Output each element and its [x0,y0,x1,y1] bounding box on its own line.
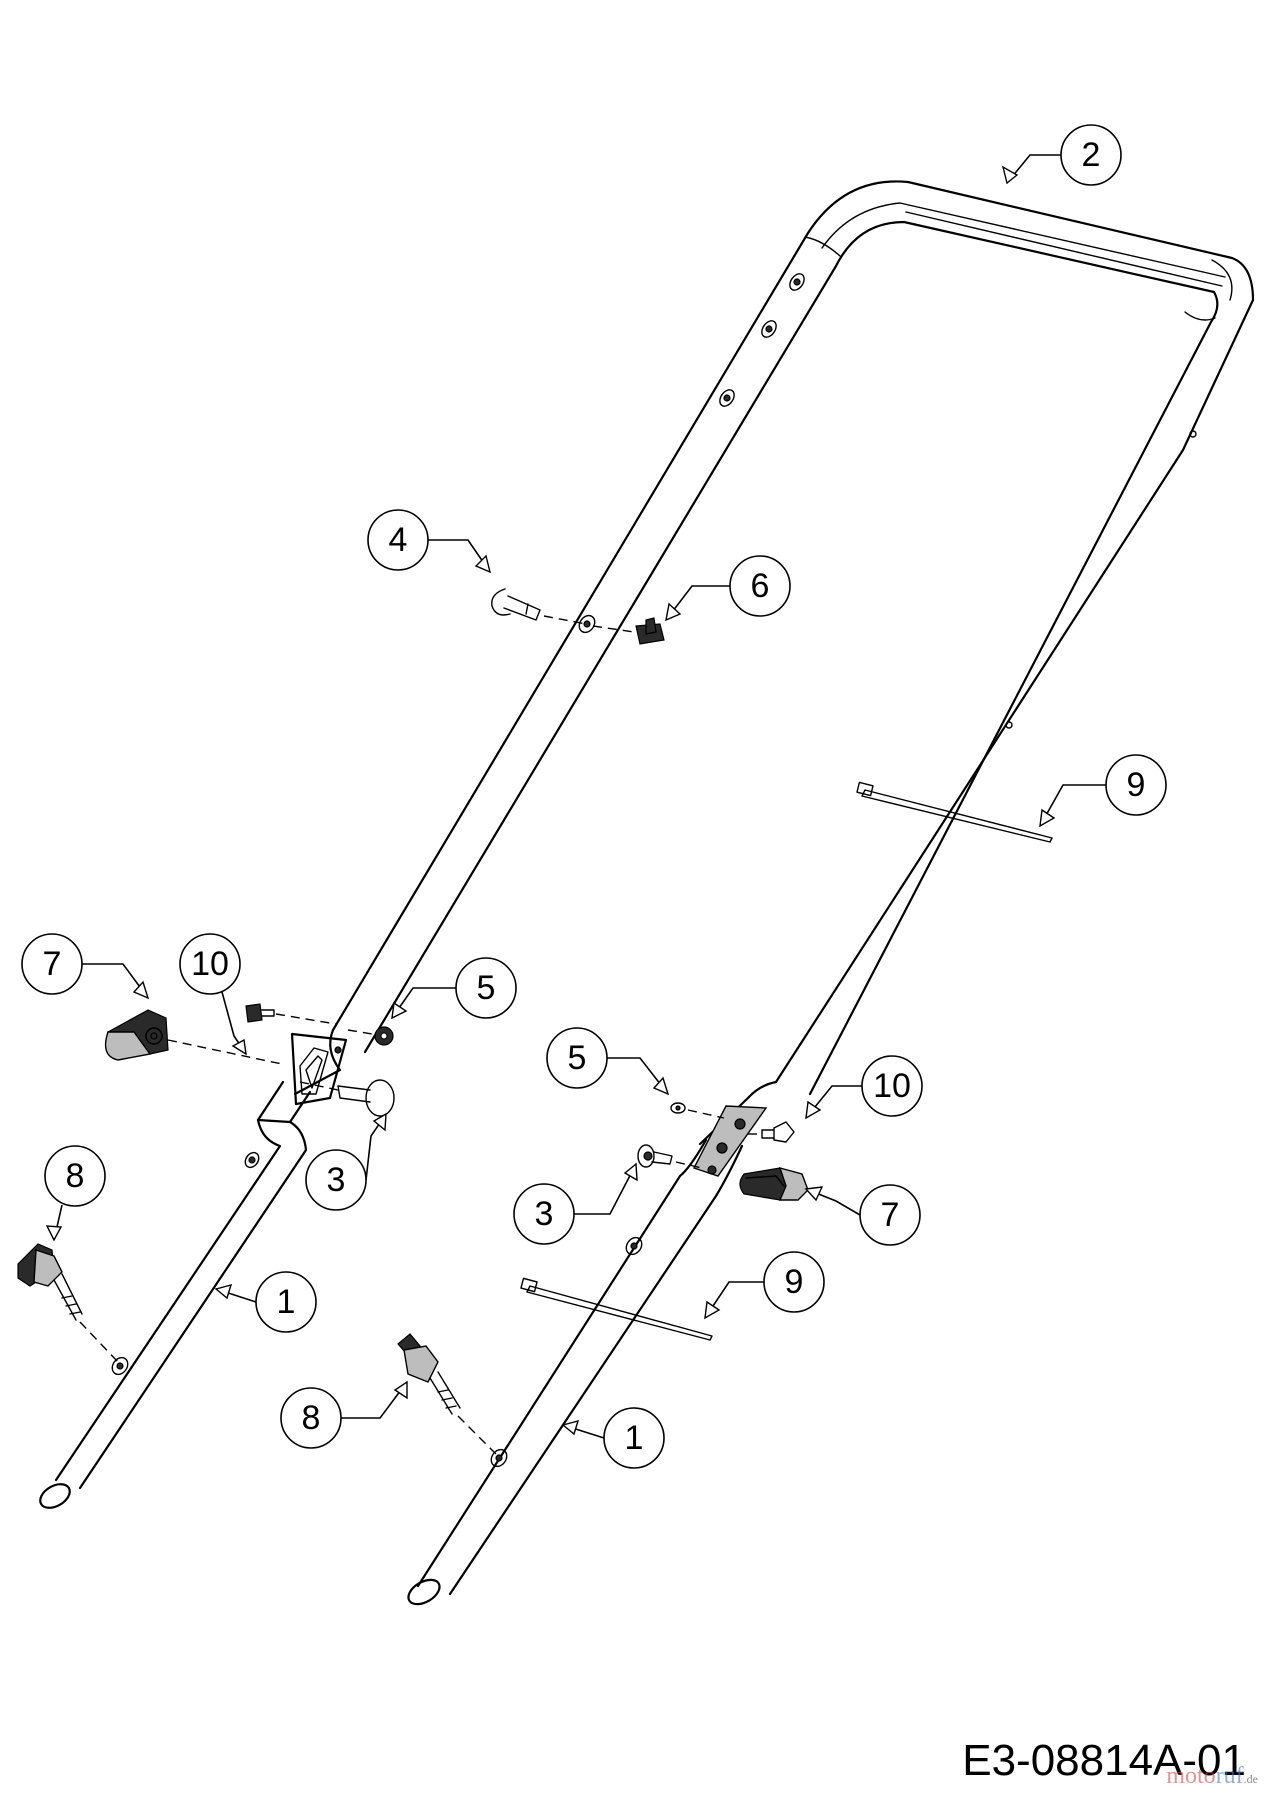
callout-3: 3 [305,1112,387,1211]
callout-7: 7 [804,1184,921,1246]
watermark-part2: ruf [1215,1763,1244,1789]
callout-arrowhead [132,980,150,1000]
bolt-left-part-10 [245,1003,337,1025]
carriage-bolt-left-part-3 [299,1079,395,1117]
callout-arrowhead [391,1001,408,1020]
callout-number: 8 [66,1157,85,1195]
callout-number: 2 [1082,136,1101,174]
callout-number: 3 [327,1161,346,1199]
callout-bubble [305,1149,367,1211]
callout-arrowhead [474,554,492,574]
callout-leader-line [341,1381,408,1419]
callout-number: 9 [1127,766,1146,804]
callout-arrowhead [1039,808,1056,828]
callout-number: 5 [477,969,496,1007]
callout-1: 1 [561,1407,665,1469]
callout-7: 7 [21,933,150,1000]
cable-tie-upper-part-9 [856,781,1053,843]
callout-number: 7 [881,1196,900,1234]
cable-clip-part-4 [491,588,587,625]
callout-bubble [179,933,241,995]
callout-bubble [44,1145,106,1207]
callout-10: 10 [805,1055,923,1120]
callout-number: 9 [785,1263,804,1301]
lower-tube-left-part-1 [39,1032,348,1509]
callout-number: 3 [535,1195,554,1233]
callout-4: 4 [367,509,492,574]
callout-leader-line [574,1163,637,1215]
callout-bubble [603,1407,665,1469]
cable-tie-lower-part-9 [520,1277,713,1341]
callout-bubble [861,1055,923,1117]
drawing-code: E3-08814A-01 [962,1736,1246,1785]
callout-number: 1 [277,1283,296,1321]
knob-left-part-7 [104,1009,283,1065]
callout-arrowhead [231,1038,247,1056]
callout-bubble [1060,124,1122,186]
callout-arrowhead [665,602,682,622]
callout-6: 6 [665,555,791,622]
callout-bubble [859,1184,921,1246]
nut-right-part-5 [670,1102,725,1119]
callout-5: 5 [391,957,517,1020]
callout-leader-line [1006,154,1061,184]
watermark-part1: moto [1166,1763,1216,1789]
callout-number: 10 [191,945,229,983]
callout-bubble [21,933,83,995]
callout-bubble [546,1027,608,1089]
callout-9: 9 [1039,754,1167,828]
callout-2: 2 [1001,124,1122,186]
lower-tube-right-part-1 [407,1105,768,1606]
callout-bubble [280,1387,342,1449]
callout-arrowhead [214,1283,233,1300]
nut-left-part-5 [347,1026,394,1046]
knob-right-part-7 [739,1166,809,1201]
callout-arrowhead [393,1380,408,1400]
callout-bubble [763,1251,825,1313]
callout-1: 1 [214,1271,317,1333]
callout-10: 10 [179,933,247,1056]
callout-arrowhead [372,1112,387,1132]
watermark-logo: motoruf.de [1166,1763,1258,1790]
callout-number: 8 [302,1399,321,1437]
callout-8: 8 [280,1380,408,1449]
callout-bubble [513,1183,575,1245]
knob-bolt-left-part-8 [17,1243,119,1363]
callout-arrowhead [623,1162,638,1182]
clip-nut-part-6 [592,617,665,645]
callout-bubble [255,1271,317,1333]
callout-number: 10 [873,1067,911,1105]
callout-arrowhead [704,1300,721,1320]
callout-arrowhead [1001,165,1019,185]
callout-number: 7 [43,945,62,983]
callout-arrowhead [45,1225,63,1242]
watermark-suffix: .de [1243,1772,1258,1786]
callout-9: 9 [704,1251,825,1320]
carriage-bolt-right-part-3 [637,1144,703,1169]
callout-number: 4 [389,521,408,559]
callout-arrowhead [652,1076,670,1096]
callout-group: 2 4 6 9 10 7 5 5 10 3 7 3 8 1 9 8 1 [21,124,1167,1469]
callout-arrowhead [804,1186,824,1202]
callout-8: 8 [44,1145,106,1242]
upper-handle-part-2 [293,180,1255,1146]
callout-bubble [729,555,791,617]
callout-bubble [455,957,517,1019]
callout-number: 1 [625,1419,644,1457]
bolt-right-part-10 [748,1121,795,1143]
callout-number: 5 [568,1039,587,1077]
callout-bubble [1105,754,1167,816]
callout-number: 6 [751,567,770,605]
callout-leader-line [1039,784,1106,827]
knob-bolt-right-part-8 [397,1333,497,1455]
callout-3: 3 [513,1162,638,1245]
callout-arrowhead [561,1419,580,1436]
callout-arrowhead [805,1100,822,1120]
callout-bubble [367,509,429,571]
callout-5: 5 [546,1027,670,1096]
